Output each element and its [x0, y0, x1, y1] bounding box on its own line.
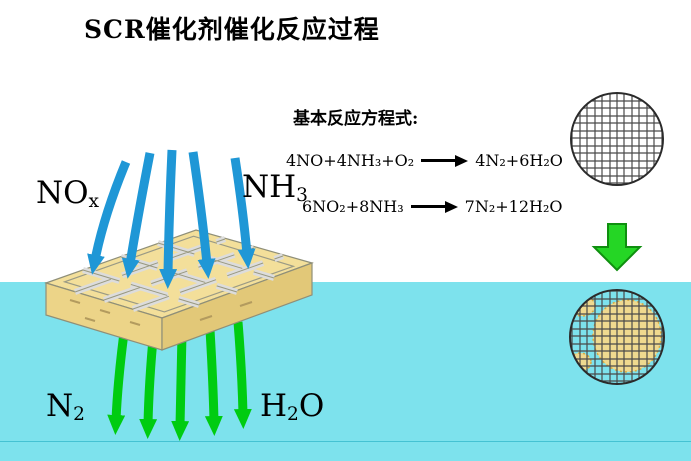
water-background — [0, 282, 691, 461]
reaction-arrow-icon — [410, 200, 458, 213]
label-nh3-sub: 3 — [296, 185, 309, 207]
reaction-arrow-head — [455, 154, 469, 167]
reaction-arrow-shaft — [410, 205, 445, 208]
equations-header: 基本反应方程式: — [293, 109, 419, 129]
reaction-2-lhs: 6NO₂+8NH₃ — [302, 197, 404, 216]
reaction-arrow-head — [444, 200, 458, 213]
label-nh3-main: NH — [242, 169, 297, 205]
label-nox-main: NO — [36, 175, 89, 211]
label-h2o: H2O — [260, 391, 324, 425]
label-nox-sub: x — [88, 191, 100, 213]
reaction-equation-2: 6NO₂+8NH₃ 7N₂+12H₂O — [302, 197, 563, 216]
label-h2o-sub: 2 — [287, 404, 299, 426]
inlet-arrows — [87, 149, 256, 289]
water-line — [0, 441, 691, 442]
page-title: SCR催化剂催化反应过程 — [84, 15, 380, 44]
state-change-arrow-icon — [591, 223, 643, 272]
label-n2-main: N — [46, 388, 74, 424]
reaction-equation-1: 4NO+4NH₃+O₂ 4N₂+6H₂O — [286, 151, 563, 170]
label-n2-sub: 2 — [73, 404, 85, 426]
clean-catalyst-mesh — [570, 92, 664, 186]
reaction-arrow-icon — [421, 154, 469, 167]
label-nh3: NH3 — [242, 172, 308, 206]
reaction-1-lhs: 4NO+4NH₃+O₂ — [286, 151, 415, 170]
reaction-2-rhs: 7N₂+12H₂O — [464, 197, 563, 216]
reaction-1-rhs: 4N₂+6H₂O — [475, 151, 563, 170]
label-h2o-post: O — [298, 388, 325, 424]
label-n2: N2 — [46, 391, 85, 425]
label-nox: NOx — [36, 178, 99, 212]
reaction-arrow-shaft — [421, 159, 456, 162]
label-h2o-main: H — [260, 388, 288, 424]
